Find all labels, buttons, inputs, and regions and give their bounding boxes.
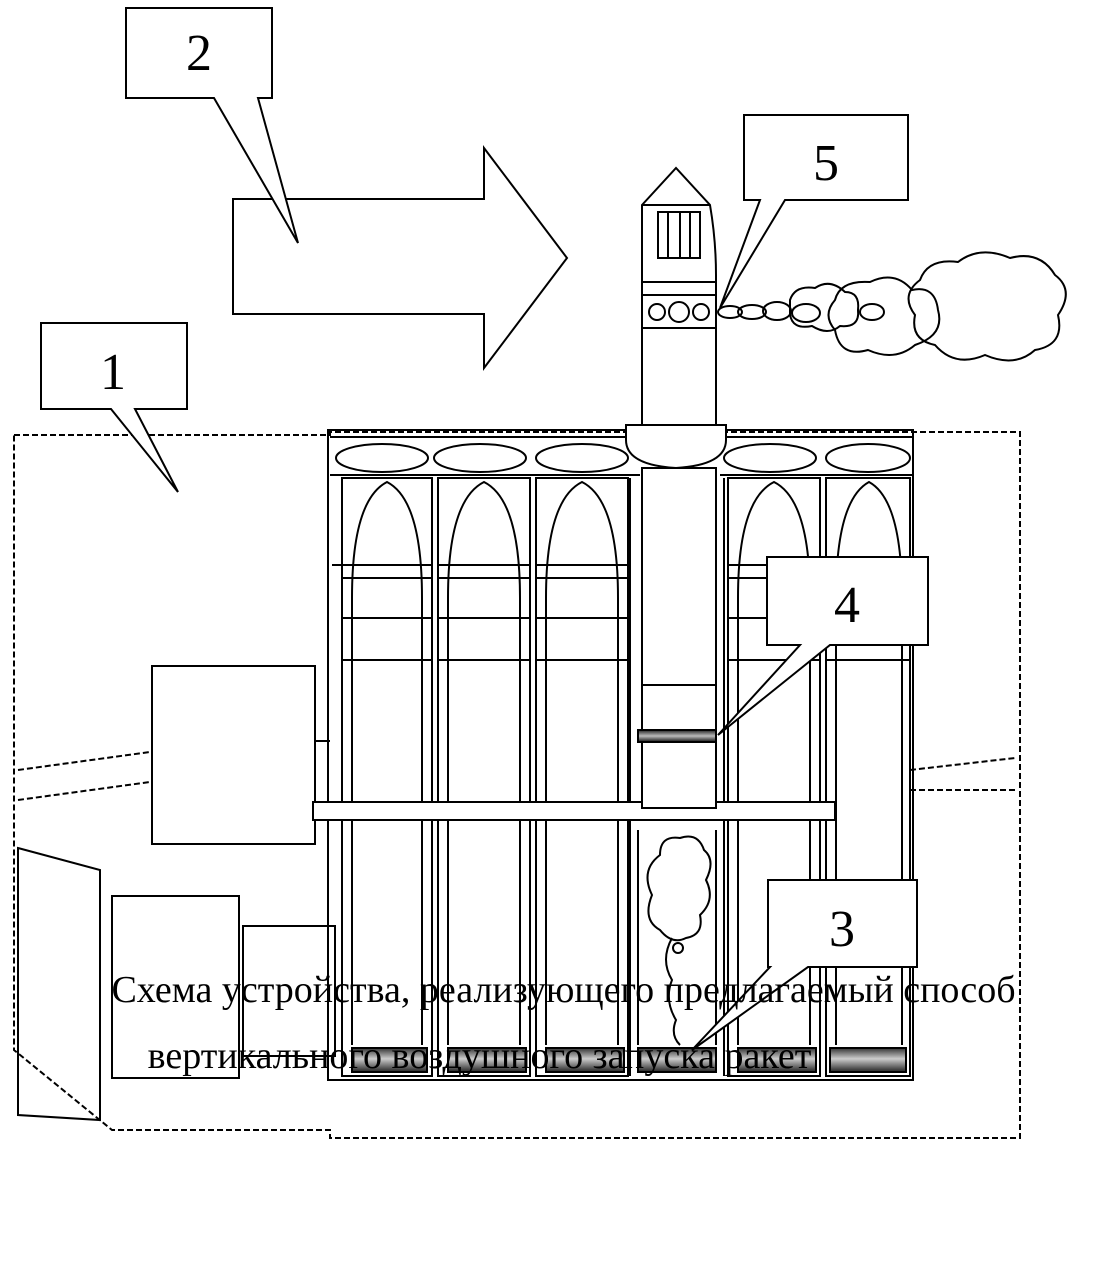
aircraft-fuselage (13, 431, 1021, 1139)
callout-2-label: 2 (186, 25, 212, 82)
tube-exhaust-cloud (646, 835, 712, 942)
control-block (151, 665, 316, 845)
aircraft-engine-blocks (17, 846, 336, 1122)
caption-line-2: вертикального воздушного запуска ракет (147, 1035, 812, 1077)
callout-4[interactable]: 4 (717, 556, 929, 736)
tube-2 (437, 477, 531, 1077)
launcher-magazine (327, 429, 914, 1081)
callout-1[interactable]: 1 (40, 322, 188, 493)
callout-4-label: 4 (834, 577, 860, 634)
hatch-row (330, 436, 912, 476)
tube-exhaust-trail (665, 937, 681, 1046)
exhaust-cloud (717, 251, 1067, 362)
callout-3[interactable]: 3 (691, 879, 918, 1051)
tube-3 (535, 477, 629, 1077)
callout-2[interactable]: 2 (125, 7, 299, 244)
piston-3 (637, 1047, 717, 1073)
caption-line-1: Схема устройства, реализующего предлагае… (111, 969, 1016, 1011)
callout-1-label: 1 (100, 344, 126, 401)
separation-ring (637, 729, 717, 743)
tube-4-launching (629, 478, 725, 1076)
flight-direction-arrow (232, 145, 569, 371)
callout-5-label: 5 (813, 135, 839, 192)
callout-5[interactable]: 5 (719, 114, 909, 309)
tube-1 (332, 477, 433, 1077)
launching-rocket (625, 166, 727, 809)
callout-3-label: 3 (829, 901, 855, 958)
transfer-rail (312, 801, 836, 821)
